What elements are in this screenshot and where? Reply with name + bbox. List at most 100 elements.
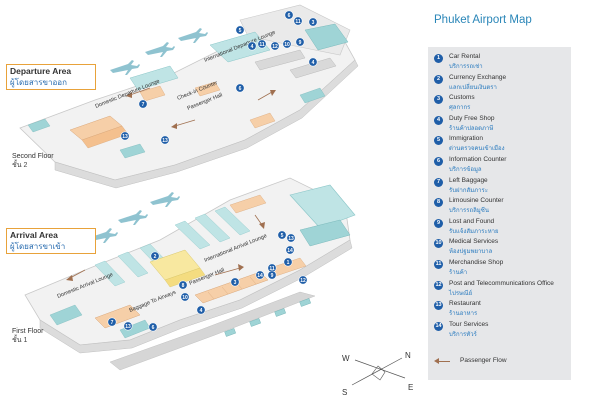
departure-area-title: Departure Area — [10, 66, 72, 76]
compass-w: W — [342, 354, 350, 363]
legend-label: Lost and Found — [449, 217, 495, 225]
second-floor-th: ชั้น 2 — [12, 162, 28, 169]
left-baggage-icon: 7 — [434, 177, 443, 187]
first-floor-en: First Floor — [12, 328, 44, 335]
facility-marker-icon — [295, 37, 305, 47]
first-floor-label: First Floor ชั้น 1 — [12, 327, 44, 345]
facility-marker-icon — [270, 41, 280, 51]
second-floor-label: Second Floor ชั้น 2 — [12, 152, 54, 170]
information-icon: 6 — [434, 157, 443, 166]
arrival-area-title: Arrival Area — [10, 230, 58, 240]
facility-marker-icon — [286, 233, 296, 243]
plane-icon — [110, 28, 208, 75]
first-floor-th: ชั้น 1 — [12, 337, 28, 344]
facility-marker-number: 7 — [111, 320, 114, 326]
compass-n: N — [405, 351, 411, 360]
facility-marker-number: 6 — [288, 13, 291, 19]
customs-icon: 3 — [434, 95, 443, 105]
facility-marker-number: 11 — [295, 19, 301, 25]
facility-marker-icon — [160, 135, 170, 145]
facility-marker-number: 6 — [152, 325, 155, 331]
facility-marker-number: 4 — [251, 44, 254, 50]
legend-item-13: 13 Restaurant ร้านอาหาร — [434, 300, 571, 328]
legend-label: Information Counter — [449, 156, 507, 163]
facility-marker-icon — [235, 83, 245, 93]
facility-marker-icon — [298, 275, 308, 285]
facility-marker-icon — [123, 321, 133, 331]
departure-area-title-th: ผู้โดยสารขาออก — [10, 78, 67, 87]
facility-marker-number: 8 — [182, 283, 185, 289]
arrival-floor-plan: International Arrival Lounge Domestic Ar… — [24, 177, 356, 371]
legend-label-th: รับแจ้งสัมภาระหาย — [449, 228, 499, 235]
legend-label-th: ร้านอาหาร — [449, 311, 478, 318]
legend-label-th: แลกเปลี่ยนเงินตรา — [449, 84, 497, 91]
facility-marker-icon — [230, 277, 240, 287]
facility-marker-number: 6 — [239, 86, 242, 92]
car-rental-icon: 1 — [434, 54, 443, 63]
facility-marker-number: 9 — [299, 40, 302, 46]
arrival-area-title-th: ผู้โดยสารขาเข้า — [10, 242, 66, 251]
facility-marker-icon — [178, 280, 188, 290]
facility-marker-icon — [138, 99, 148, 109]
facility-marker-number: 4 — [312, 60, 315, 66]
facility-marker-number: 13 — [125, 324, 131, 330]
facility-marker-icon — [120, 131, 130, 141]
compass-s: S — [342, 388, 347, 397]
legend-label-th: รับฝากสัมภาระ — [449, 187, 488, 194]
facility-marker-number: 13 — [288, 236, 294, 242]
departure-area-label: Departure Area ผู้โดยสารขาออก — [6, 64, 96, 90]
facility-marker-number: 10 — [182, 295, 188, 301]
facility-marker-number: 14 — [257, 273, 263, 279]
immigration-icon: 5 — [434, 136, 443, 146]
legend-label: Post and Telecommunications Office — [449, 279, 554, 287]
facility-marker-number: 7 — [142, 102, 145, 108]
facility-marker-icon — [180, 292, 190, 302]
facility-marker-number: 13 — [122, 134, 128, 140]
facility-marker-number: 10 — [284, 42, 290, 48]
facility-marker-icon — [308, 57, 318, 67]
legend-label-th: ไปรษณีย์ — [449, 290, 473, 297]
facility-marker-number: 4 — [200, 308, 203, 314]
legend-label: Medical Services — [449, 238, 499, 246]
tour-icon: 14 — [434, 321, 443, 331]
restaurant-icon: 13 — [434, 301, 443, 311]
facility-marker-number: 12 — [300, 278, 306, 284]
duty-free-icon: 4 — [434, 115, 443, 125]
legend-item-14: 14 Tour Services บริการทัวร์ — [434, 321, 571, 349]
compass-e: E — [408, 383, 413, 392]
legend-label-th: บริการข้อมูล — [449, 167, 482, 173]
facility-marker-icon — [235, 25, 245, 35]
legend-label-th: ศุลกากร — [449, 105, 471, 112]
shop-icon: 11 — [434, 260, 443, 269]
facility-marker-icon — [277, 230, 287, 240]
facility-marker-icon — [150, 251, 160, 261]
passenger-flow-label: Passenger Flow — [460, 357, 507, 364]
legend-label-th: บริการทัวร์ — [449, 331, 477, 338]
legend-label: Car Rental — [449, 53, 481, 60]
legend-label: Currency Exchange — [449, 73, 507, 81]
legend-label-th: ห้องปฐมพยาบาล — [449, 249, 493, 256]
facility-marker-icon — [107, 317, 117, 327]
legend-label: Restaurant — [449, 300, 481, 308]
facility-marker-number: 13 — [162, 138, 168, 144]
legend-label-th: ร้านค้า — [449, 270, 468, 276]
facility-marker-number: 3 — [312, 20, 315, 26]
facility-marker-number: 1 — [287, 260, 290, 266]
facility-marker-number: 5 — [281, 233, 284, 239]
arrival-area-label: Arrival Area ผู้โดยสารขาเข้า — [6, 228, 96, 254]
legend-label: Tour Services — [449, 320, 489, 328]
facility-marker-number: 11 — [269, 266, 275, 272]
legend-item-6: 6 Information Counter บริการข้อมูล — [434, 156, 571, 184]
legend-label: Immigration — [449, 135, 483, 143]
facility-marker-icon — [283, 257, 293, 267]
compass-rose: W N S E — [342, 351, 413, 397]
